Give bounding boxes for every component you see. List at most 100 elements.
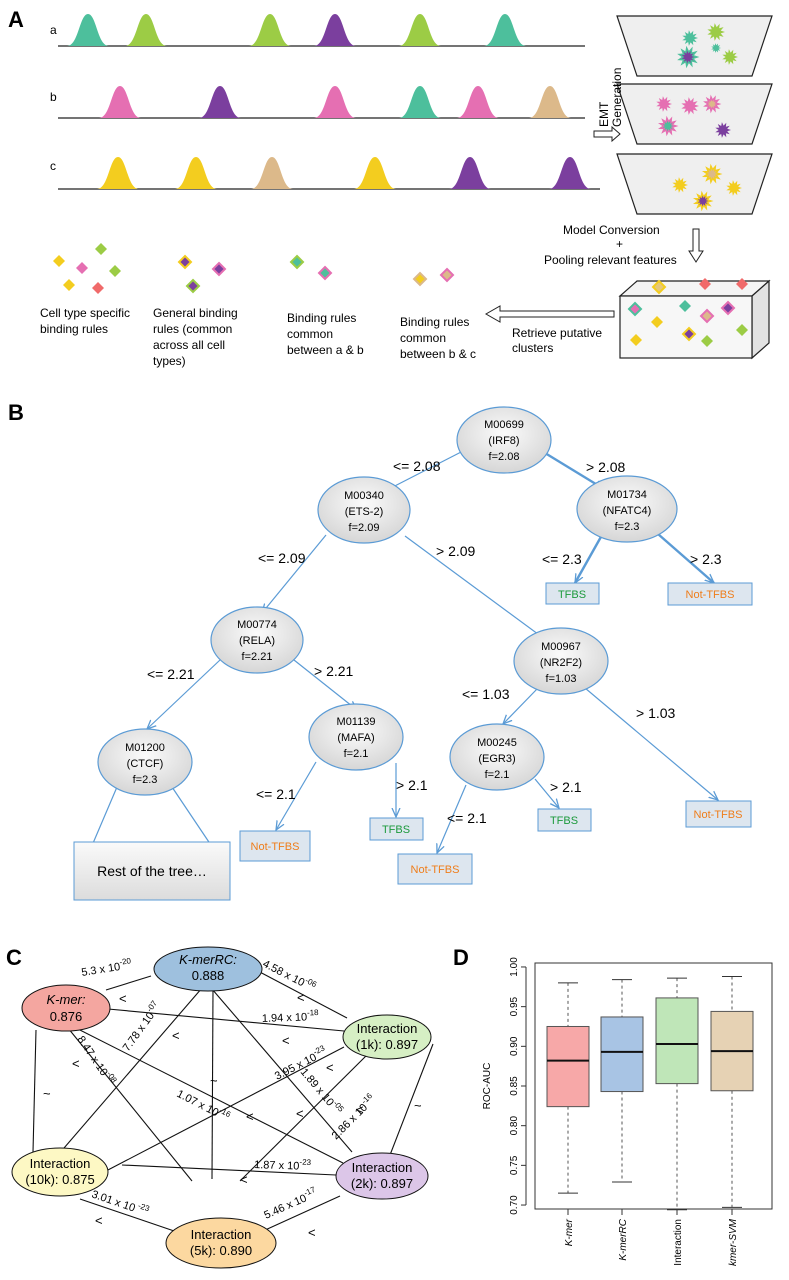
down-arrow — [688, 228, 704, 263]
binding-star — [681, 97, 699, 115]
edge-label: > 2.1 — [550, 779, 582, 795]
pvalue-label: 1.07 x 10-16 — [175, 1085, 233, 1124]
svg-text:Not-TFBS: Not-TFBS — [411, 864, 460, 876]
edge-label: <= 2.21 — [147, 666, 195, 682]
binding-rule-diamond — [177, 254, 193, 270]
pvalue-label: 1.87 x 10-23 — [254, 1156, 312, 1173]
edge-label: <= 2.1 — [256, 786, 296, 802]
pvalue-label: 8.47 x 10-08 — [75, 1032, 120, 1088]
tree-node-nfatc4: M01734 (NFATC4) f=2.3 — [576, 475, 678, 543]
tree-node-ctcf: M01200 (CTCF) f=2.3 — [97, 728, 193, 796]
svg-text:f=2.1: f=2.1 — [485, 769, 510, 781]
peak — [125, 14, 167, 46]
approx-symbol: ~ — [210, 1073, 218, 1088]
pvalue-label: 7.78 x 10-07 — [118, 999, 164, 1054]
binding-star — [672, 177, 688, 193]
lt-symbol: < — [308, 1225, 316, 1240]
tree-node-mafa: M01139 (MAFA) f=2.1 — [308, 703, 404, 771]
edge-label: <= 1.03 — [462, 686, 510, 702]
edge-label: <= 2.1 — [447, 810, 487, 826]
lt-symbol: < — [119, 991, 127, 1006]
leaf-tfbs-2: TFBS — [369, 817, 424, 841]
tree-node-rela: M00774 (RELA) f=2.21 — [210, 606, 304, 674]
svg-text:(RELA): (RELA) — [239, 635, 275, 647]
peak — [354, 157, 396, 189]
y-tick-label: 0.70 — [509, 1195, 520, 1215]
pvalue-label: 4.58 x 10-06 — [261, 955, 319, 994]
track-label-c: c — [50, 159, 56, 173]
binding-star — [722, 49, 738, 65]
x-tick-label: kmer-SVM — [728, 1218, 739, 1266]
panel-d: D ROC-AUC 0.700.750.800.850.900.951.00K-… — [453, 945, 773, 1266]
plot-frame — [534, 962, 773, 1210]
peak — [399, 14, 441, 46]
lt-symbol: < — [297, 990, 305, 1005]
panel-c-label: C — [6, 945, 22, 970]
svg-text:Interaction: Interaction — [30, 1156, 91, 1171]
binding-rule-diamond — [53, 255, 65, 267]
binding-rule-diamond — [63, 279, 75, 291]
binding-rule-diamond — [651, 316, 663, 328]
binding-star — [703, 94, 722, 114]
approx-symbol: ~ — [43, 1086, 51, 1101]
svg-text:(2k): 0.897: (2k): 0.897 — [351, 1176, 413, 1191]
box-2 — [600, 1016, 644, 1093]
svg-text:(10k): 0.875: (10k): 0.875 — [25, 1172, 94, 1187]
svg-text:f=2.21: f=2.21 — [242, 651, 273, 663]
relation-symbols: < < < < < < < < < < < < ~ ~ ~ — [43, 990, 422, 1240]
node-kmer: K-mer: 0.876 — [21, 984, 111, 1032]
svg-text:(EGR3): (EGR3) — [478, 753, 515, 765]
edge-label: > 2.08 — [586, 459, 626, 475]
edge-label: > 2.1 — [396, 777, 428, 793]
binding-star — [715, 122, 731, 138]
pooling-label: Pooling relevant features — [544, 253, 677, 267]
pvalue-label: 1.89 x 10-05 — [298, 1064, 346, 1118]
lt-symbol: < — [282, 1033, 290, 1048]
svg-text:M01200: M01200 — [125, 742, 165, 754]
lt-symbol: < — [95, 1213, 103, 1228]
svg-text:M00699: M00699 — [484, 419, 524, 431]
binding-rule-diamond — [651, 279, 667, 295]
lt-symbol: < — [172, 1028, 180, 1043]
svg-text:0.876: 0.876 — [50, 1009, 83, 1024]
binding-star — [707, 23, 725, 41]
leaf-not-tfbs-1: Not-TFBS — [667, 582, 753, 606]
svg-text:Not-TFBS: Not-TFBS — [694, 809, 743, 821]
y-tick-label: 1.00 — [509, 957, 520, 977]
panel-a-label: A — [8, 7, 24, 32]
model-conversion-label: Model Conversion — [563, 223, 660, 237]
svg-text:Interaction: Interaction — [352, 1160, 413, 1175]
peak — [549, 157, 591, 189]
svg-text:f=2.3: f=2.3 — [615, 521, 640, 533]
binding-star — [682, 30, 698, 46]
svg-text:(IRF8): (IRF8) — [488, 435, 519, 447]
binding-rule-diamond — [699, 308, 715, 324]
x-tick-label: K-mer — [564, 1218, 575, 1246]
binding-rule-diamond — [317, 265, 333, 281]
peak-tracks — [58, 14, 600, 190]
peak — [249, 14, 291, 46]
svg-text:Not-TFBS: Not-TFBS — [251, 841, 300, 853]
svg-text:f=2.3: f=2.3 — [133, 774, 158, 786]
edge-label: > 2.09 — [436, 543, 476, 559]
y-tick-label: 0.95 — [509, 996, 520, 1016]
binding-rule-diamond — [76, 262, 88, 274]
binding-star — [711, 43, 721, 53]
binding-rule-diamond — [701, 335, 713, 347]
peak — [67, 14, 109, 46]
binding-rule-diamond — [630, 334, 642, 346]
peak — [449, 157, 491, 189]
y-tick-label: 0.75 — [509, 1155, 520, 1175]
container-b — [616, 83, 773, 145]
node-kmerrc: K-merRC: 0.888 — [153, 946, 263, 992]
pvalue-label: 1.94 x 10-18 — [262, 1008, 320, 1025]
box-3 — [655, 997, 699, 1085]
group-ab: Binding rules common between a & b — [287, 311, 364, 357]
svg-text:0.888: 0.888 — [192, 968, 225, 983]
edge-label: > 2.21 — [314, 663, 354, 679]
svg-text:Interaction: Interaction — [357, 1021, 418, 1036]
lt-symbol: < — [72, 1056, 80, 1071]
retrieve-label: Retrieve putative clusters — [512, 326, 605, 355]
tree-edge-labels: <= 2.08 > 2.08 <= 2.09 > 2.09 <= 2.3 > 2… — [147, 458, 722, 826]
svg-text:K-merRC:: K-merRC: — [179, 952, 237, 967]
